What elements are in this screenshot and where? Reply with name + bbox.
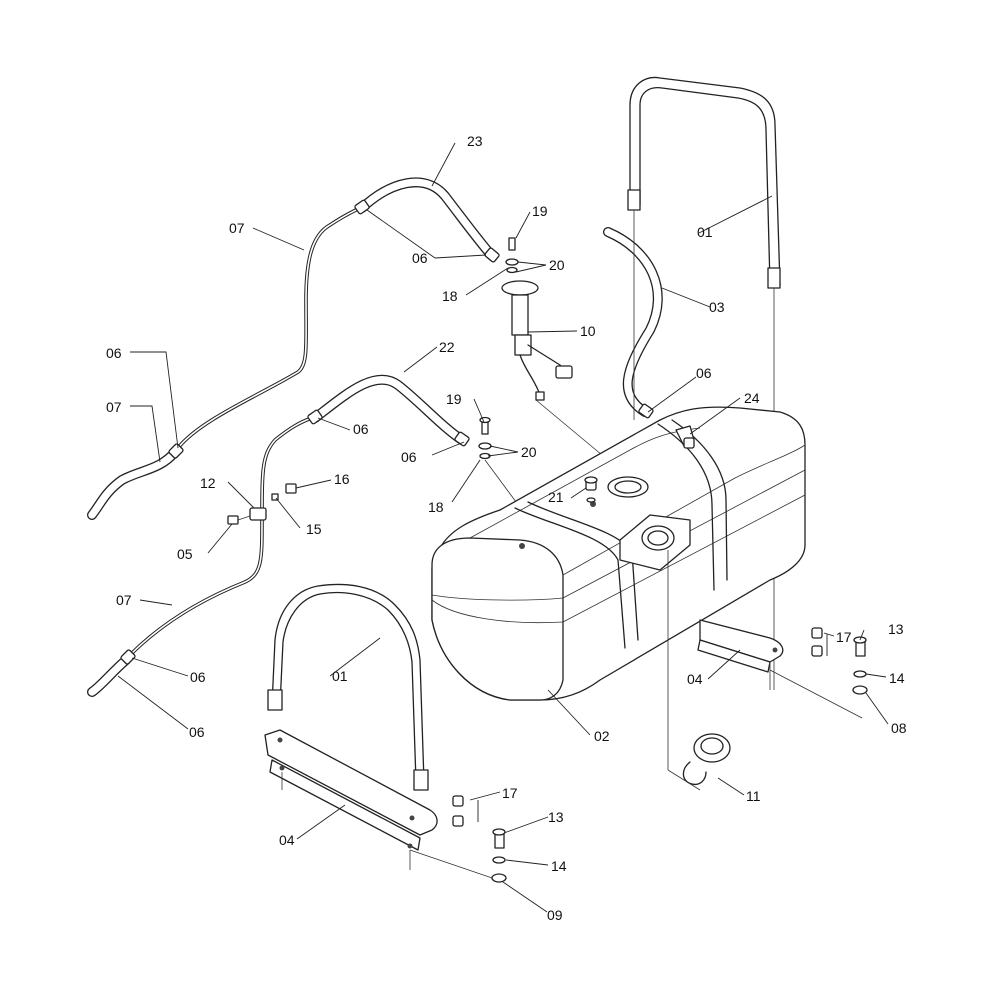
- washer-14-icon: [492, 670, 867, 864]
- fuel-cap-11-icon: [667, 733, 731, 791]
- leader-lines: [117, 142, 889, 913]
- callout-label: 14: [889, 670, 905, 686]
- callout-label: 04: [279, 832, 295, 848]
- callout-label: 04: [687, 671, 703, 687]
- sender-port-icon: [607, 476, 649, 498]
- callout-label: 11: [746, 788, 761, 804]
- fitting-06-icon: [120, 199, 654, 665]
- fuel-line-07-lower: [128, 416, 314, 657]
- callout-label: 12: [200, 475, 216, 491]
- screw-19-lower-icon: [478, 416, 523, 511]
- callout-label: 02: [594, 728, 610, 744]
- callout-labels: 01 01 02 03 04 04 05 06 06 06 06 06 06 0…: [106, 133, 907, 923]
- washer-09-icon: [491, 685, 868, 883]
- callout-label: 20: [549, 257, 565, 273]
- callout-label: 15: [306, 521, 322, 537]
- clamp-12-icon: [227, 483, 297, 525]
- callout-label: 06: [412, 250, 428, 266]
- callout-label: 08: [891, 720, 907, 736]
- callout-label: 01: [697, 224, 713, 240]
- callout-label: 23: [467, 133, 483, 149]
- callout-label: 06: [189, 724, 205, 740]
- callout-label: 13: [548, 809, 564, 825]
- strap-01-left: [267, 583, 429, 791]
- callout-label: 01: [332, 668, 348, 684]
- fuel-line-07-upper: [176, 206, 362, 450]
- callout-label: 21: [548, 489, 564, 505]
- callout-label: 06: [190, 669, 206, 685]
- callout-label: 07: [116, 592, 132, 608]
- callout-label: 16: [334, 471, 350, 487]
- callout-label: 03: [709, 299, 725, 315]
- callout-label: 10: [580, 323, 596, 339]
- hose-08-upper: [87, 447, 180, 520]
- callout-label: 22: [439, 339, 455, 355]
- callout-label: 07: [229, 220, 245, 236]
- fuel-tank-02-icon: [431, 406, 806, 701]
- callout-label: 06: [106, 345, 122, 361]
- filler-neck-icon: [619, 514, 691, 770]
- vent-fitting-24-icon: [675, 425, 695, 449]
- callout-label: 24: [744, 390, 760, 406]
- callout-label: 05: [177, 546, 193, 562]
- callout-label: 06: [401, 449, 417, 465]
- hose-22: [310, 374, 467, 445]
- callout-label: 06: [353, 421, 369, 437]
- callout-label: 18: [442, 288, 458, 304]
- callout-label: 17: [502, 785, 518, 801]
- callout-label: 13: [888, 621, 904, 637]
- callout-label: 07: [106, 399, 122, 415]
- hose-03: [603, 227, 663, 417]
- callout-label: 18: [428, 499, 444, 515]
- hose-08-lower: [87, 655, 131, 697]
- callout-label: 19: [446, 391, 462, 407]
- fuel-sender-unit-10-icon: [501, 237, 621, 471]
- drain-plug-21-icon: [584, 476, 598, 503]
- hose-23: [357, 177, 497, 261]
- callout-label: 06: [696, 365, 712, 381]
- callout-label: 14: [551, 858, 567, 874]
- callout-label: 19: [532, 203, 548, 219]
- callout-label: 09: [547, 907, 563, 923]
- callout-label: 20: [521, 444, 537, 460]
- callout-label: 17: [836, 629, 852, 645]
- nut-17-icon: [452, 627, 823, 827]
